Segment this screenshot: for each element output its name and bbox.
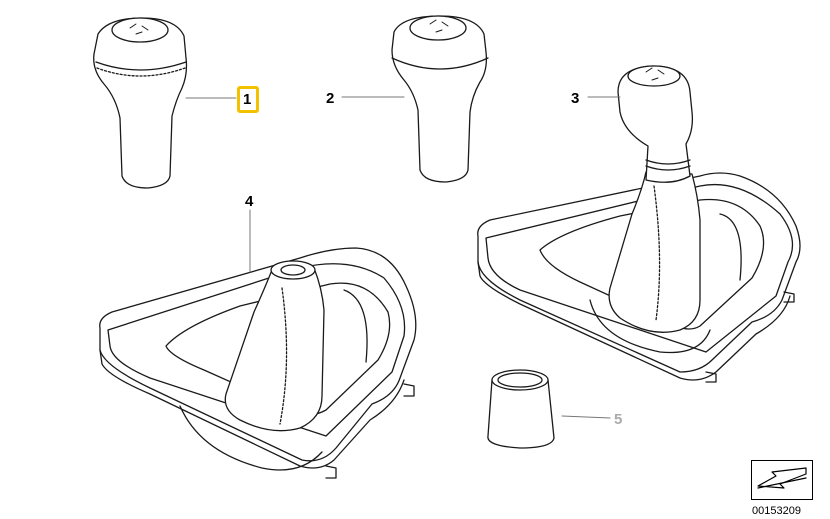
callout-1[interactable]: 1: [243, 91, 252, 108]
arrow-down-left-icon[interactable]: [757, 467, 807, 489]
selected-callout-highlight: [237, 86, 259, 113]
callout-5[interactable]: 5: [614, 411, 623, 428]
callout-4[interactable]: 4: [245, 193, 254, 210]
sleeve-part-5[interactable]: [487, 369, 555, 449]
callout-2[interactable]: 2: [326, 90, 335, 107]
callout-3[interactable]: 3: [571, 90, 580, 107]
diagram-number: 00153209: [752, 505, 801, 517]
gear-knob-with-boot-part-3[interactable]: [477, 65, 801, 383]
shift-boot-part-4[interactable]: [99, 247, 417, 479]
gear-knob-part-2[interactable]: [391, 15, 489, 183]
gear-knob-part-1[interactable]: [93, 17, 188, 189]
leader-lines: [185, 96, 621, 419]
